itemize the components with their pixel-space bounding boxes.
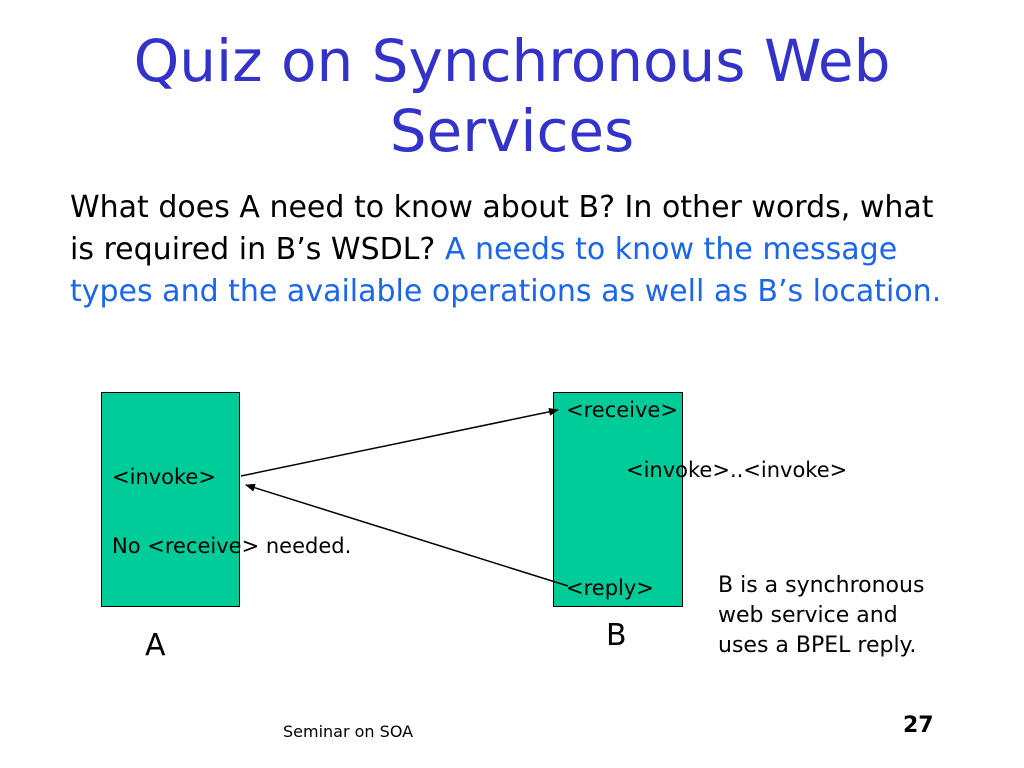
b-receive-label: <receive> bbox=[566, 398, 678, 422]
note-line-1: B is a synchronous bbox=[718, 573, 925, 598]
reply-arrow bbox=[245, 483, 569, 587]
b-reply-label: <reply> bbox=[566, 576, 654, 600]
question-text: What does A need to know about B? In oth… bbox=[70, 190, 934, 267]
answer-text: A needs to know the message types and th… bbox=[70, 232, 942, 309]
invoke-arrow bbox=[240, 407, 559, 477]
title-line-2: Services bbox=[389, 97, 635, 165]
question-paragraph: What does A need to know about B? In oth… bbox=[70, 187, 950, 313]
a-invoke-label: <invoke> bbox=[112, 465, 216, 489]
note-line-3: uses a BPEL reply. bbox=[718, 633, 917, 658]
title-line-1: Quiz on Synchronous Web bbox=[133, 27, 891, 95]
slide-title: Quiz on Synchronous Web Services bbox=[0, 26, 1024, 166]
box-b-caption: B bbox=[606, 618, 627, 653]
footer-text: Seminar on SOA bbox=[283, 722, 414, 741]
note-line-2: web service and bbox=[718, 603, 898, 628]
box-a-caption: A bbox=[145, 628, 166, 663]
b-invoke-pair-label: <invoke>..<invoke> bbox=[626, 458, 848, 482]
a-no-receive-label: No <receive> needed. bbox=[112, 534, 352, 558]
box-a bbox=[101, 392, 240, 607]
page-number: 27 bbox=[903, 713, 934, 738]
synchronous-note: B is a synchronous web service and uses … bbox=[718, 571, 924, 661]
box-b bbox=[553, 392, 683, 607]
